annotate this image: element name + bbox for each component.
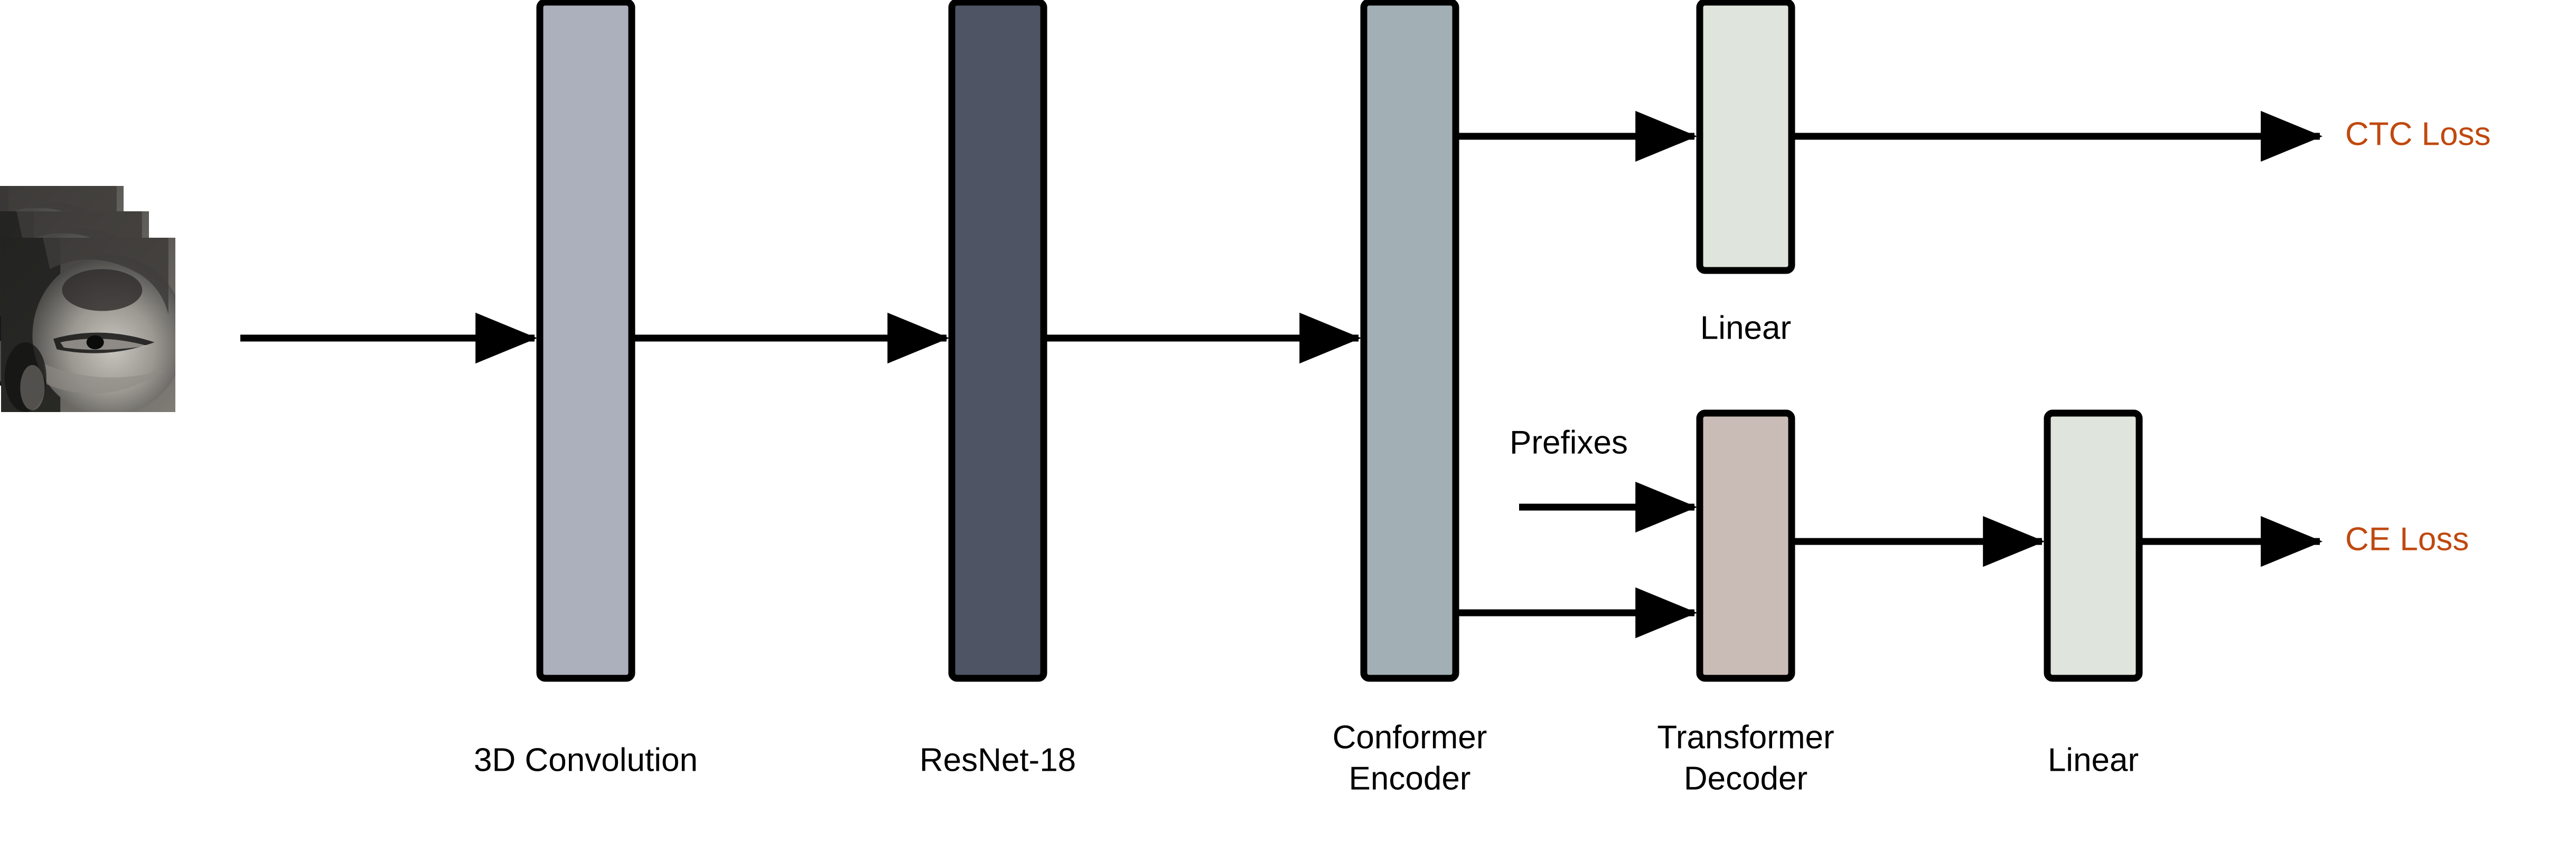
resnet18-label: ResNet-18	[920, 742, 1076, 778]
transformer-decoder-label-line2: Decoder	[1684, 760, 1807, 797]
video-frame-stack	[0, 186, 175, 412]
transformer-decoder-label-line1: Transformer	[1657, 719, 1834, 755]
flow-edges	[240, 110, 2323, 639]
linear-ce-rect[interactable]	[2044, 409, 2143, 682]
conformer-encoder-label-line1: Conformer	[1333, 719, 1487, 755]
conv3d-rect[interactable]	[536, 0, 635, 682]
conformer-encoder-label-line2: Encoder	[1349, 760, 1471, 797]
linear-ce-label: Linear	[2048, 742, 2139, 778]
block-linear-ctc[interactable]: Linear	[1696, 0, 1795, 346]
linear-ctc-label: Linear	[1700, 310, 1791, 346]
conformer-encoder-rect[interactable]	[1360, 0, 1459, 682]
linear-ctc-rect[interactable]	[1696, 0, 1795, 274]
ce-loss-label: CE Loss	[2345, 521, 2469, 557]
resnet18-rect[interactable]	[948, 0, 1047, 682]
prefixes-label: Prefixes	[1510, 424, 1628, 461]
transformer-decoder-rect[interactable]	[1696, 409, 1795, 682]
conv3d-label: 3D Convolution	[474, 742, 698, 778]
ctc-loss-label: CTC Loss	[2345, 116, 2491, 152]
block-resnet18[interactable]: ResNet-18	[920, 0, 1076, 778]
video-frame-front	[1, 238, 175, 412]
block-conformer-encoder[interactable]: Conformer Encoder	[1333, 0, 1487, 797]
block-linear-ce[interactable]: Linear	[2044, 409, 2143, 778]
block-transformer-decoder[interactable]: Transformer Decoder	[1657, 409, 1834, 797]
block-conv3d[interactable]: 3D Convolution	[474, 0, 698, 778]
